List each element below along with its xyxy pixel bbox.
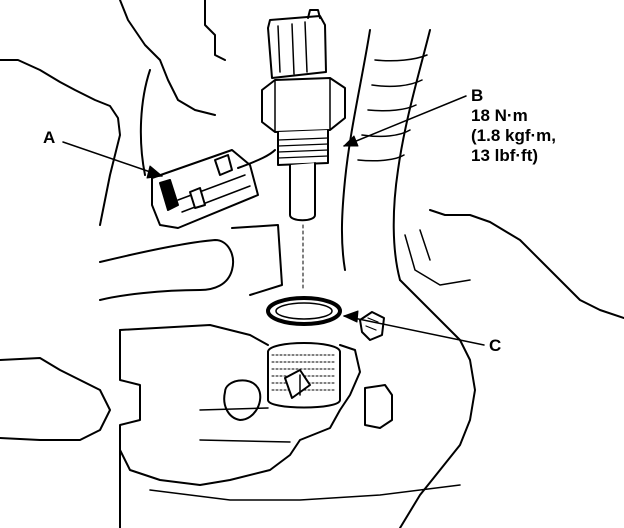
leader-a [62, 141, 163, 179]
torque-spec-lbf: 13 lbf·ft) [471, 146, 539, 165]
torque-spec-kgf: (1.8 kgf·m, [471, 126, 557, 145]
lower-casting [119, 324, 361, 486]
casting-outline-top-left [0, 59, 121, 226]
hose-right-edge [392, 29, 431, 281]
hose-ribbing [357, 54, 428, 162]
sensor-hex-nut [261, 77, 346, 133]
callout-label-c: C [489, 336, 502, 355]
o-ring-c-outer [266, 296, 342, 326]
lower-casting-ledge [119, 329, 141, 528]
casting-bracket-top [204, 0, 226, 61]
callout-label-b: B [471, 86, 484, 105]
casting-left-curve [139, 69, 151, 176]
wire-harness [99, 239, 234, 301]
retaining-clip [359, 311, 385, 341]
torque-spec-metric: 18 N·m [471, 106, 528, 125]
sensor-connector-body [267, 15, 327, 79]
lower-casting-edge [149, 407, 461, 501]
lower-casting-right-boss [364, 384, 393, 429]
harness-bracket [231, 224, 283, 296]
casting-ridge-top [119, 0, 216, 116]
lower-casting-left [0, 357, 111, 441]
lower-casting-bolt-boss [223, 379, 262, 421]
casting-right-lower [399, 279, 476, 528]
hose-left-edge [340, 29, 371, 271]
connector-a [151, 149, 276, 229]
sensor-probe-tip [289, 162, 316, 222]
leader-c [343, 310, 485, 346]
o-ring-c-inner [275, 302, 333, 320]
casting-right-detail [404, 229, 471, 286]
callout-label-a: A [43, 128, 56, 147]
threaded-port [267, 342, 341, 409]
sensor-thread-body [277, 129, 329, 166]
casting-right-boss [429, 209, 624, 319]
leader-b [343, 95, 467, 147]
sensor-b [261, 9, 346, 222]
